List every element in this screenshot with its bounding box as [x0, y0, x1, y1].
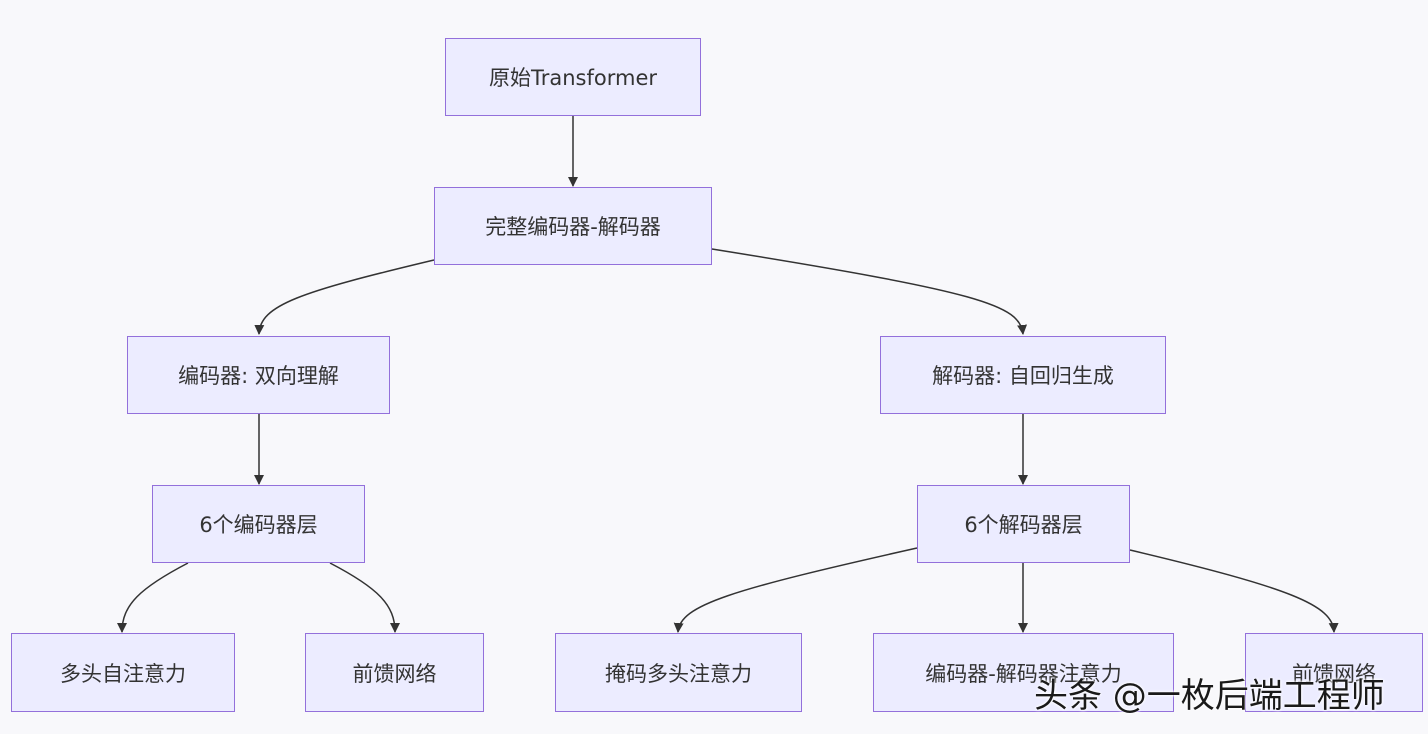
edge-declayers-ffn — [1129, 549, 1339, 633]
node-enc-attn: 多头自注意力 — [11, 633, 235, 712]
edge-declayers-masked — [673, 547, 918, 633]
node-dec-layers: 6个解码器层 — [917, 485, 1130, 563]
node-encoder: 编码器: 双向理解 — [127, 336, 390, 414]
node-dec-masked: 掩码多头注意力 — [555, 633, 802, 712]
node-decoder: 解码器: 自回归生成 — [880, 336, 1166, 414]
node-enc-ffn: 前馈网络 — [305, 633, 484, 712]
node-dec-cross: 编码器-解码器注意力 — [873, 633, 1174, 712]
watermark: 头条 @一枚后端工程师 — [1034, 676, 1385, 716]
edge-enclayers-ffn — [329, 562, 400, 633]
edge-full-encoder — [254, 259, 435, 335]
node-enc-layers: 6个编码器层 — [152, 485, 365, 563]
edge-full-decoder — [711, 248, 1028, 335]
node-dec-ffn: 前馈网络 — [1245, 633, 1423, 712]
node-full: 完整编码器-解码器 — [434, 187, 712, 265]
node-root: 原始Transformer — [445, 38, 701, 116]
edge-enclayers-attn — [117, 562, 189, 633]
